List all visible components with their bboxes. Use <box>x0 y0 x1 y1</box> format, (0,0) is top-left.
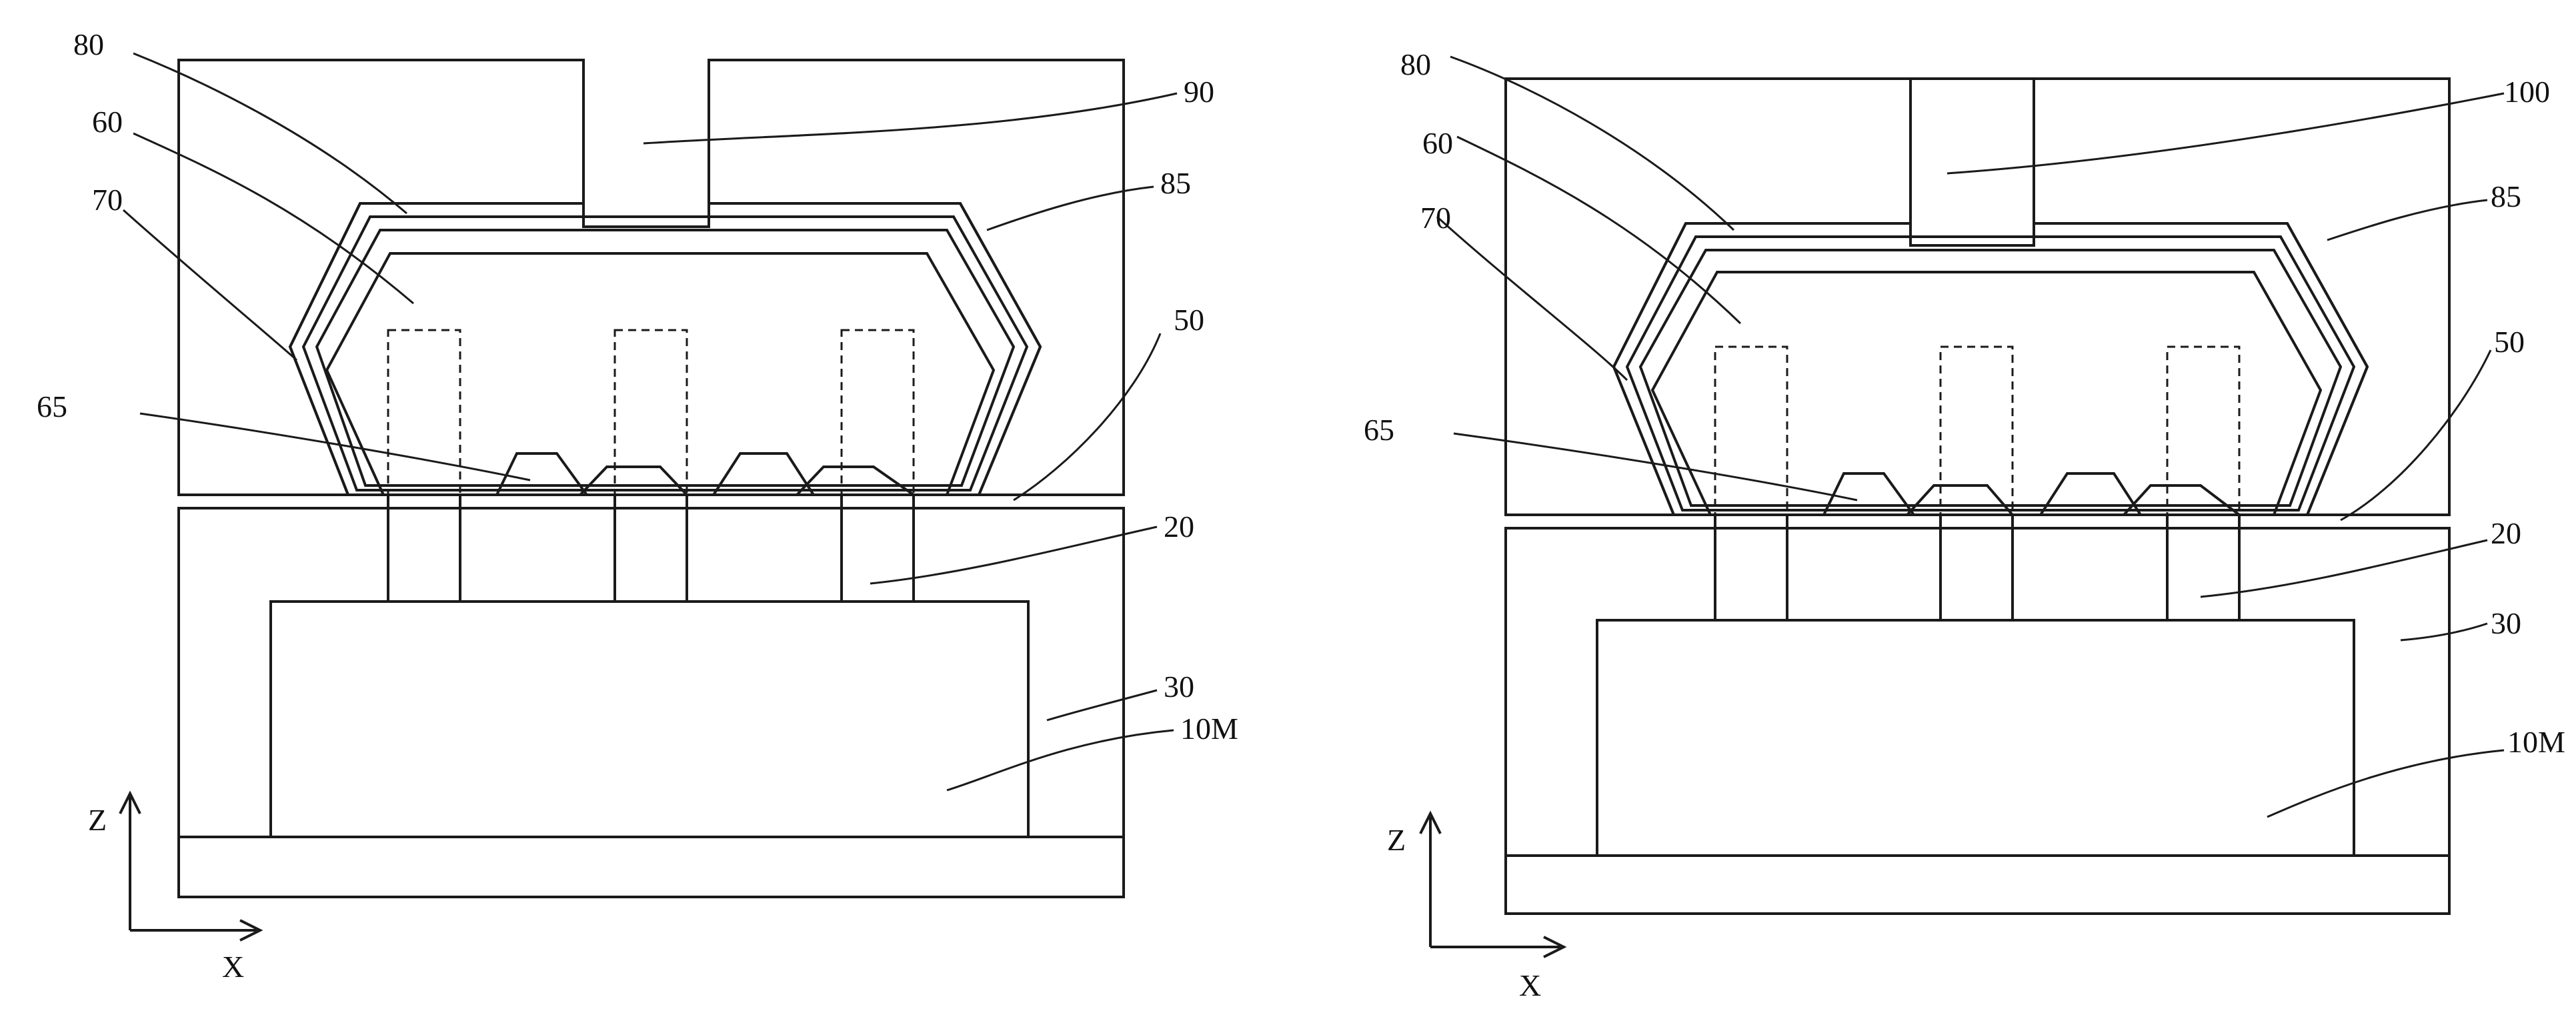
left-liner-80 <box>290 203 1040 495</box>
right-dashed-via-2 <box>1941 347 2013 515</box>
right-metal-10M <box>1597 620 2354 856</box>
left-label-90: 90 <box>1184 75 1214 109</box>
left-label-85: 85 <box>1160 166 1191 200</box>
right-liner-inner <box>1640 250 2341 505</box>
left-label-70: 70 <box>92 183 123 217</box>
left-label-10M: 10M <box>1180 712 1238 746</box>
left-layer-30 <box>179 508 1124 837</box>
left-via-2 <box>615 495 687 602</box>
right-label-20: 20 <box>2491 516 2521 550</box>
left-substrate <box>179 837 1124 897</box>
left-metal-10M <box>271 602 1028 837</box>
left-liner-inner <box>317 230 1014 485</box>
right-via-3 <box>2167 515 2239 620</box>
right-liner-70 <box>1627 237 2354 510</box>
left-void-65-2 <box>714 453 814 495</box>
left-via-1 <box>388 495 460 602</box>
right-contact-100 <box>1910 79 2034 245</box>
right-label-80: 80 <box>1400 47 1431 81</box>
right-label-50: 50 <box>2494 325 2525 359</box>
right-void-65-1 <box>1824 473 1914 515</box>
left-dashed-via-1 <box>388 330 460 495</box>
right-label-60: 60 <box>1422 126 1453 160</box>
left-label-20: 20 <box>1164 509 1194 544</box>
left-axis-z: Z <box>88 803 107 837</box>
right-label-30: 30 <box>2491 606 2521 640</box>
left-label-60: 60 <box>92 105 123 139</box>
left-conductor-60 <box>327 253 994 495</box>
right-axis-x: X <box>1519 968 1541 1002</box>
left-label-30: 30 <box>1164 670 1194 704</box>
right-conductor-60 <box>1652 272 2321 515</box>
right-liner-80 <box>1614 223 2367 515</box>
right-label-70: 70 <box>1420 201 1451 235</box>
right-dashed-via-3 <box>2167 347 2239 515</box>
left-label-80: 80 <box>73 27 104 61</box>
right-figure: 80 60 70 65 100 85 50 20 30 10M Z X <box>1364 47 2565 1002</box>
right-via-2 <box>1941 515 2013 620</box>
right-label-85: 85 <box>2491 179 2521 213</box>
right-label-100: 100 <box>2504 75 2550 109</box>
right-void-65-2 <box>2041 473 2141 515</box>
right-label-10M: 10M <box>2507 725 2565 759</box>
right-substrate <box>1506 856 2449 914</box>
right-axis-z: Z <box>1387 823 1406 857</box>
left-dashed-via-2 <box>615 330 687 495</box>
right-dielectric-85-right <box>2034 79 2449 515</box>
left-dielectric-85-right <box>709 60 1124 495</box>
left-label-50: 50 <box>1174 303 1204 337</box>
left-figure: 80 60 70 65 90 85 50 20 30 10M Z X <box>37 27 1238 984</box>
right-layer-30 <box>1506 528 2449 856</box>
right-via-1 <box>1715 515 1787 620</box>
right-label-65: 65 <box>1364 413 1394 447</box>
left-void-65-1 <box>497 453 587 495</box>
left-liner-70 <box>303 217 1027 490</box>
left-axis-x: X <box>222 950 244 984</box>
left-via-3 <box>842 495 914 602</box>
right-dashed-via-1 <box>1715 347 1787 515</box>
left-label-65: 65 <box>37 389 67 423</box>
